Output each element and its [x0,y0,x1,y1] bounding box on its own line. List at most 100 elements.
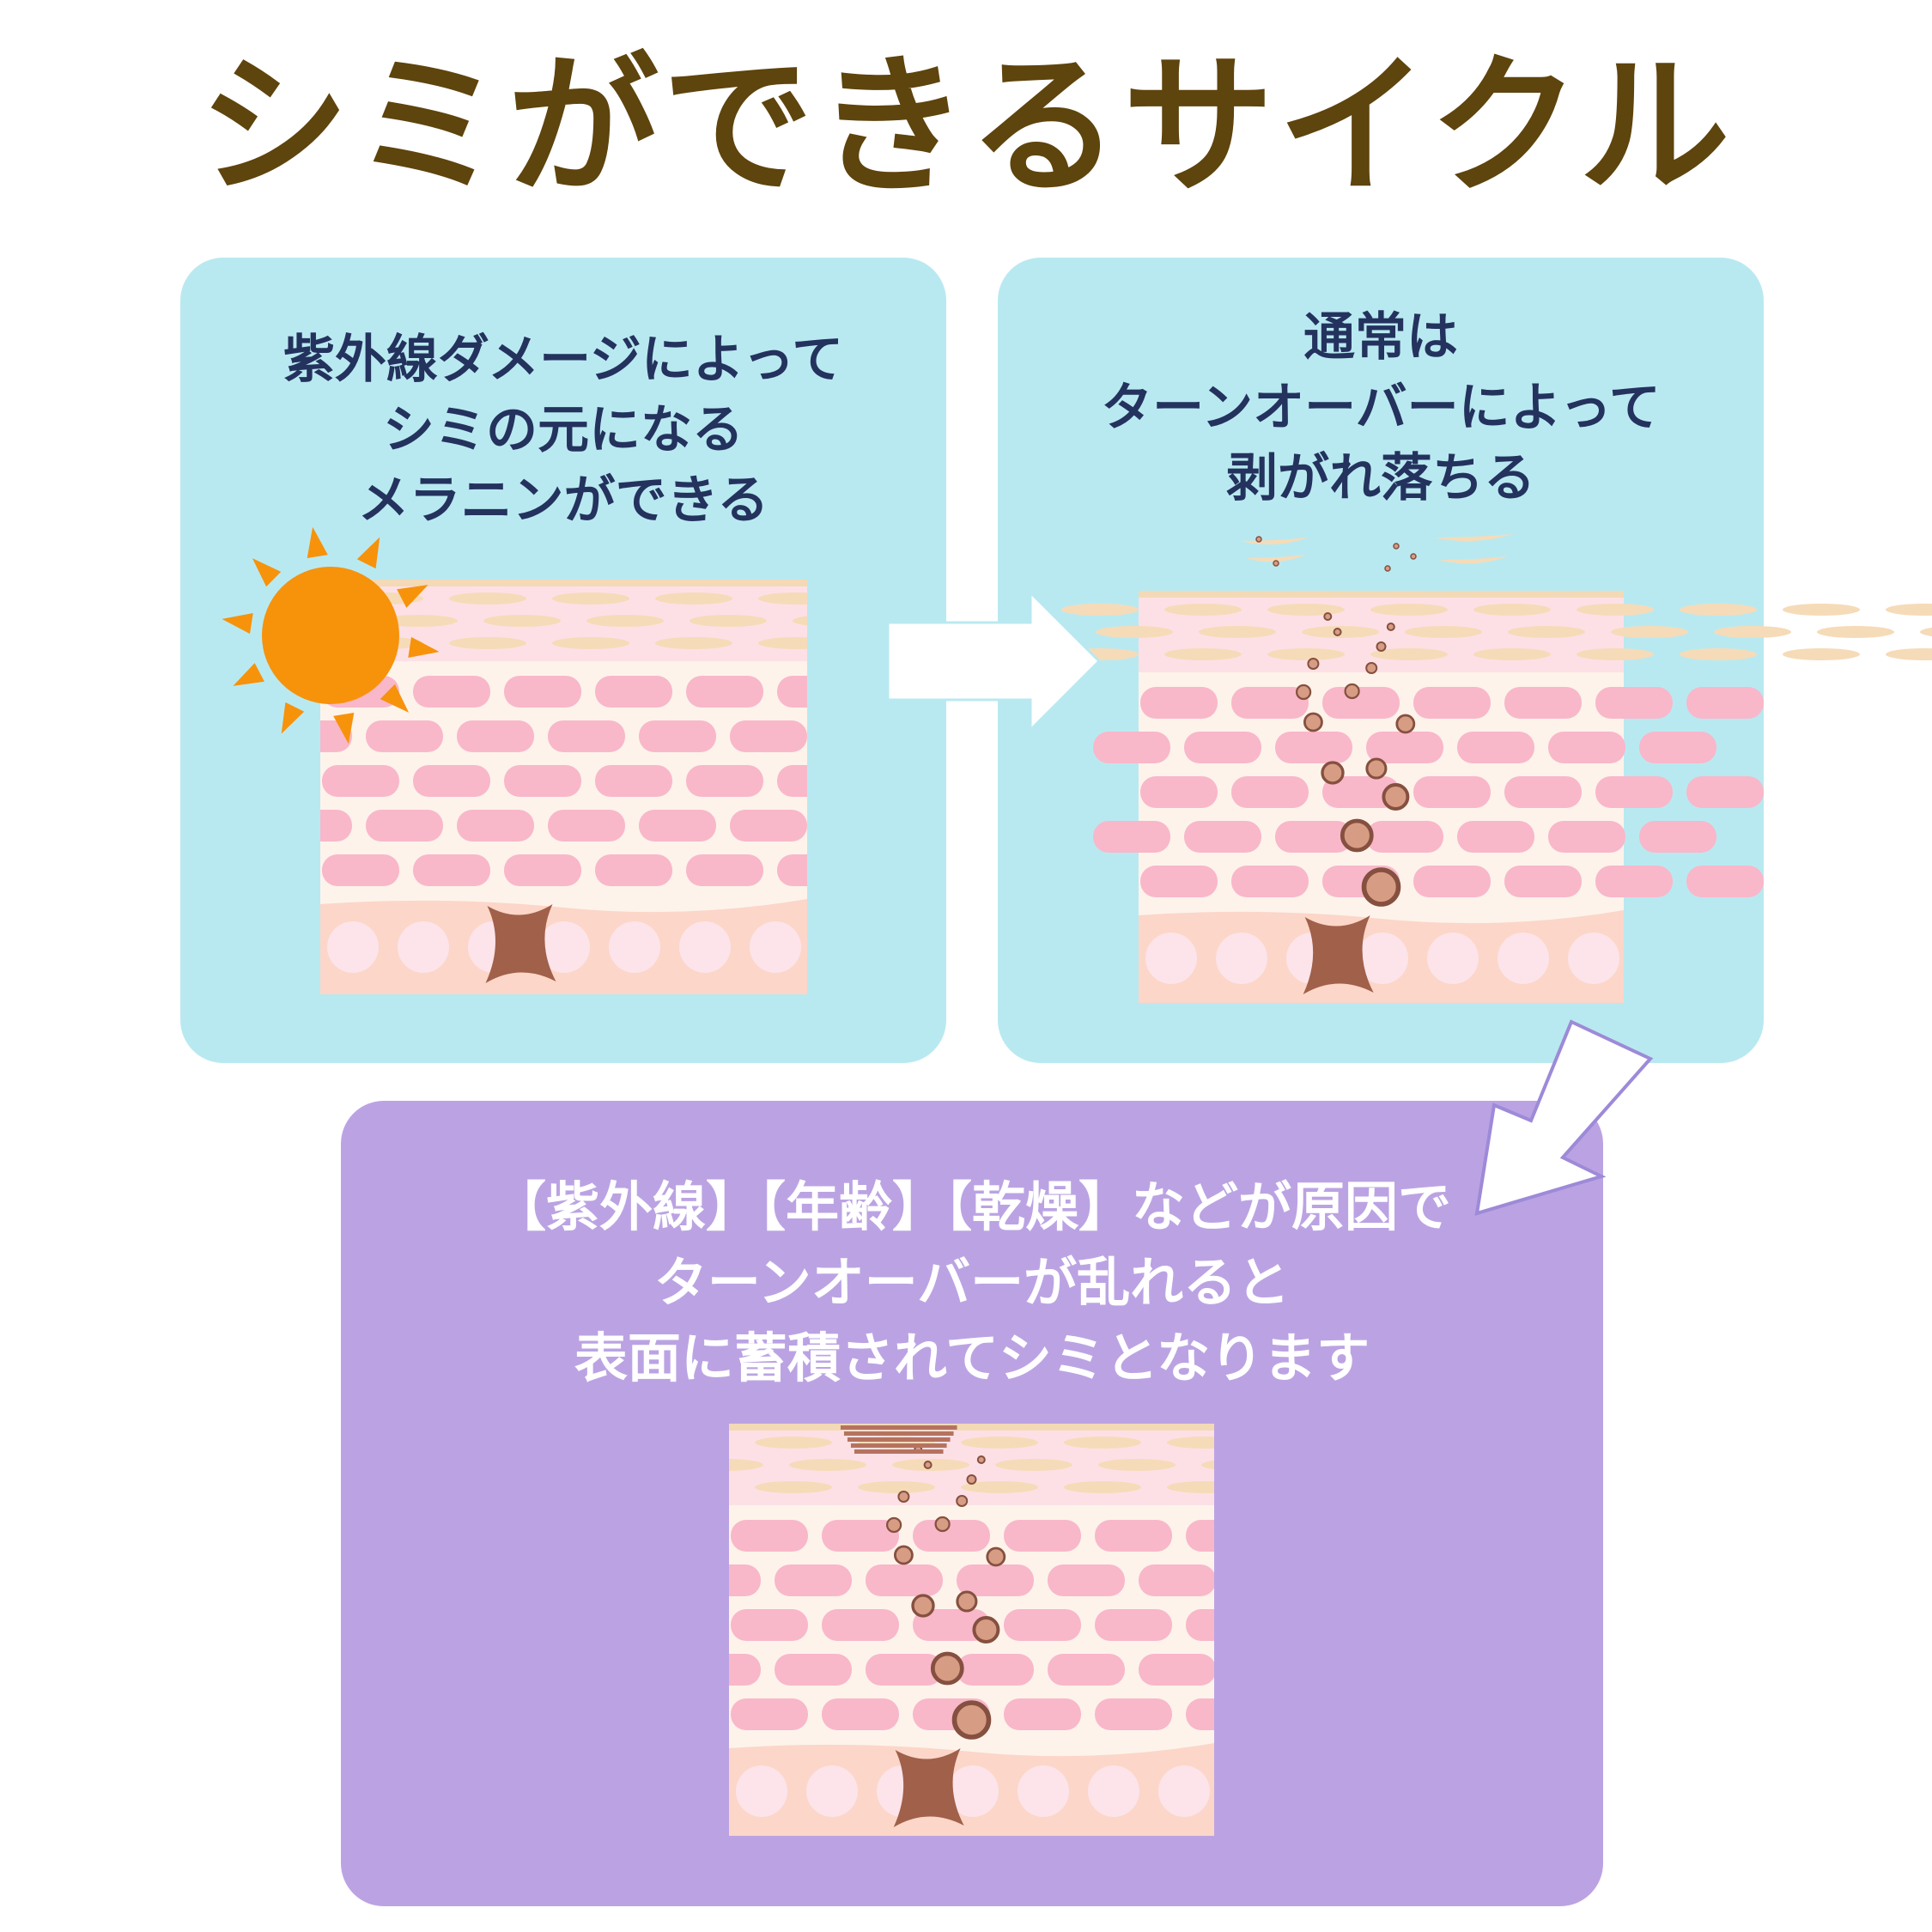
skin-cell [548,720,625,752]
skin-cell [822,1609,899,1641]
skin-cell [957,1564,1034,1596]
melanin-granule [923,1461,933,1469]
skin-cross-section-3 [729,1424,1214,1836]
skin-cell [639,810,716,841]
melanin-granule [951,1700,992,1740]
skin-cell [1457,821,1534,853]
flat-cell [961,1481,1038,1493]
flat-cell [858,1481,935,1493]
flat-cell [655,592,732,605]
skin-cell [1139,1564,1214,1596]
skin-cell [1231,776,1309,808]
flat-cell [1098,1459,1176,1471]
skin-cross-section-1 [320,580,807,994]
basal-cell [609,921,660,973]
flat-cell [1680,648,1757,660]
skin-cell [775,1654,852,1686]
accumulated-pigment [843,1431,954,1436]
skin-cell [1095,1520,1172,1552]
skin-cell [1275,821,1352,853]
melanin-granule [966,1474,977,1485]
basal-cell [1498,933,1549,984]
step-1-line-1: 紫外線ダメージによって [283,330,844,390]
sun-ray [233,663,264,686]
sun-ray [333,713,355,744]
step-2-text: 通常は ターンオーバーによって 剥がれ落ちる [998,302,1764,513]
skin-cell [1231,866,1309,897]
step-1-line-2: シミの元になる [383,400,744,460]
melanin-granule [972,1616,1000,1643]
melanin-granule [1376,641,1387,652]
skin-cell [1504,866,1582,897]
melanin-granule [1323,612,1333,621]
melanin-granule [930,1651,964,1686]
flat-cell [995,1459,1072,1471]
skin-cell [413,765,490,797]
sun-ray [222,613,253,635]
skin-cell [730,720,807,752]
skin-cell [822,1698,899,1730]
sun-ray [252,558,282,587]
skin-cell [1186,1609,1214,1641]
skin-surface-line [1139,591,1624,598]
arrow-right-icon [886,592,1102,730]
flat-cell [1201,1460,1214,1470]
skin-cell [320,810,352,841]
skin-cross-section-2 [1061,534,1932,1003]
melanin-granule [1307,658,1320,670]
skin-cell [1184,821,1261,853]
flat-cell [961,1437,1038,1449]
skin-cell [1322,776,1400,808]
melanin-granule [956,1495,969,1507]
skin-cell [822,1520,899,1552]
skin-cell [1231,687,1309,719]
skin-cell [504,676,581,708]
skin-cell [777,676,807,708]
skin-cell [595,676,672,708]
flat-cell [690,615,767,627]
flat-cell [1508,626,1585,638]
flat-cell [1473,648,1551,660]
flat-cell [1064,1437,1141,1449]
skin-cell [1048,1654,1125,1686]
skin-cell [731,1520,808,1552]
melanin-granule [976,1455,986,1464]
skin-cell [1504,776,1582,808]
flat-cell [1167,1437,1214,1449]
shed-flake [1240,538,1309,545]
skin-cell [1095,1698,1172,1730]
melanin-granule [1382,783,1410,811]
skin-cell [1595,776,1673,808]
flat-cell [1886,648,1932,660]
skin-cell [1413,776,1491,808]
skin-cell [322,765,399,797]
flat-cell [1714,626,1791,638]
sun-ray [397,585,428,608]
basal-cell [1145,933,1197,984]
basal-cell [1158,1765,1210,1817]
skin-cell [777,854,807,886]
skin-surface-line [729,1424,1214,1431]
skin-cell [957,1654,1034,1686]
flat-cell [1199,626,1276,638]
skin-cell [1275,732,1352,763]
skin-surface-line [320,580,807,586]
skin-cell [595,854,672,886]
melanocyte [485,904,556,983]
skin-cell [1366,732,1443,763]
melanin-granule [911,1594,935,1618]
skin-cell [1322,687,1400,719]
accumulated-pigment [850,1443,947,1448]
skin-cell [1504,687,1582,719]
basal-cell [327,921,379,973]
flat-cell [1783,648,1860,660]
step-3-line-1: 【紫外線】【年齢】【乾燥】などが原因で [492,1176,1451,1238]
skin-cell [777,765,807,797]
skin-cell [1548,732,1625,763]
flat-cell [1611,626,1688,638]
melanocyte [893,1748,964,1827]
flat-cell [1096,626,1173,638]
melanin-granule [1365,757,1388,780]
flat-cell [1920,627,1932,637]
skin-cell [730,810,807,841]
